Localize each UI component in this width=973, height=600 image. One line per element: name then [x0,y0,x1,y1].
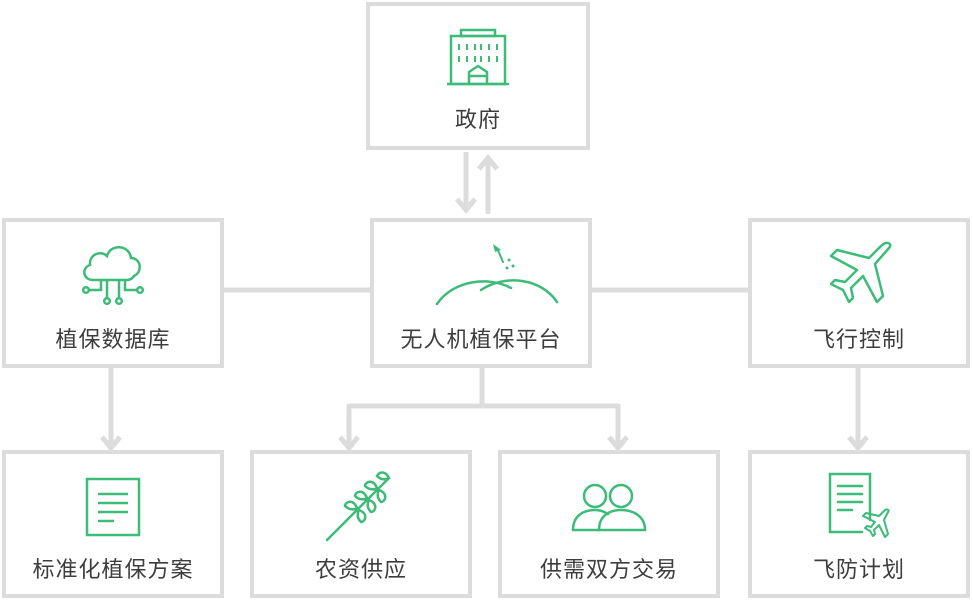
arrow-to-supply-head [338,435,360,452]
cloud-network-icon [77,236,149,308]
arrow-platform-to-gov-head [477,154,499,171]
node-flight-defense-plan: 飞防计划 [748,450,970,598]
flight-plan-document-icon [826,470,892,540]
node-label: 无人机植保平台 [400,328,562,353]
airplane-icon [823,240,895,306]
node-agricultural-supply: 农资供应 [250,450,472,598]
node-label: 飞行控制 [812,328,905,353]
node-plant-protection-database: 植保数据库 [2,218,224,368]
arrow-db-to-plan-head [100,435,122,452]
node-label: 飞防计划 [812,558,905,583]
document-icon [84,476,142,538]
arrow-to-trade-head [607,435,629,452]
node-drone-platform: 无人机植保平台 [370,218,592,368]
node-label: 标准化植保方案 [32,558,194,583]
arrow-flight-to-defense-head [847,435,869,452]
node-flight-control: 飞行控制 [748,218,970,368]
wheat-icon [323,468,399,544]
node-label: 政府 [454,108,501,133]
government-building-icon [445,26,511,92]
node-standard-plan: 标准化植保方案 [2,450,224,598]
node-government: 政府 [366,2,590,150]
people-icon [569,480,649,534]
node-label: 植保数据库 [55,328,171,353]
node-label: 供需双方交易 [539,558,678,583]
drone-over-hills-icon [401,240,561,310]
arrow-gov-to-platform-head [455,197,477,214]
node-label: 农资供应 [314,558,407,583]
node-supply-demand-trade: 供需双方交易 [498,450,720,598]
